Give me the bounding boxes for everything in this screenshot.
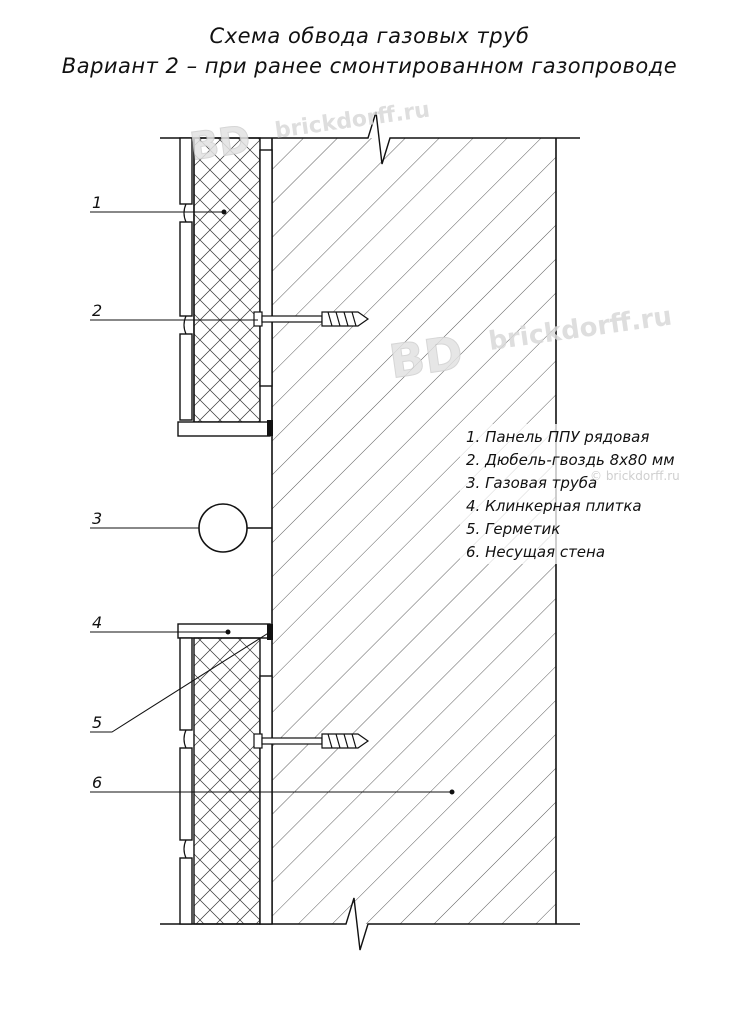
svg-text:brickdorff.ru: brickdorff.ru xyxy=(273,97,431,143)
gas-pipe xyxy=(198,503,272,553)
diagram-title-line2: Вариант 2 – при ранее смонтированном газ… xyxy=(61,54,678,78)
diagram-title-line1: Схема обвода газовых труб xyxy=(209,24,530,48)
lower-edge-tile xyxy=(177,623,271,639)
legend-item-2: 2. Дюбель-гвоздь 8х80 мм xyxy=(466,451,675,469)
lower-clinker-tiles xyxy=(179,637,193,925)
upper-sealant xyxy=(267,420,273,436)
upper-edge-tile xyxy=(177,421,271,437)
callout-1: 1 xyxy=(92,193,102,212)
lower-ppu-panel xyxy=(177,623,273,925)
callout-2: 2 xyxy=(92,301,102,320)
legend-item-4: 4. Клинкерная плитка xyxy=(466,497,642,515)
upper-clinker-tiles xyxy=(179,137,193,421)
leader-lines xyxy=(90,209,455,795)
callout-6: 6 xyxy=(92,773,102,792)
upper-ppu-panel xyxy=(177,137,273,437)
callout-4: 4 xyxy=(92,613,102,632)
lower-dowel xyxy=(253,733,370,749)
legend-item-6: 6. Несущая стена xyxy=(466,543,605,561)
svg-text:BD: BD xyxy=(187,117,253,169)
legend: 1. Панель ППУ рядовая 2. Дюбель-гвоздь 8… xyxy=(460,424,692,564)
legend-item-1: 1. Панель ППУ рядовая xyxy=(466,428,649,446)
callout-5: 5 xyxy=(92,713,102,732)
callout-3: 3 xyxy=(92,509,102,528)
upper-dowel xyxy=(253,311,370,327)
watermark-copyright: © brickdorff.ru xyxy=(590,469,680,483)
legend-item-3: 3. Газовая труба xyxy=(466,474,597,492)
svg-text:BD: BD xyxy=(386,325,466,389)
legend-item-5: 5. Герметик xyxy=(466,520,560,538)
